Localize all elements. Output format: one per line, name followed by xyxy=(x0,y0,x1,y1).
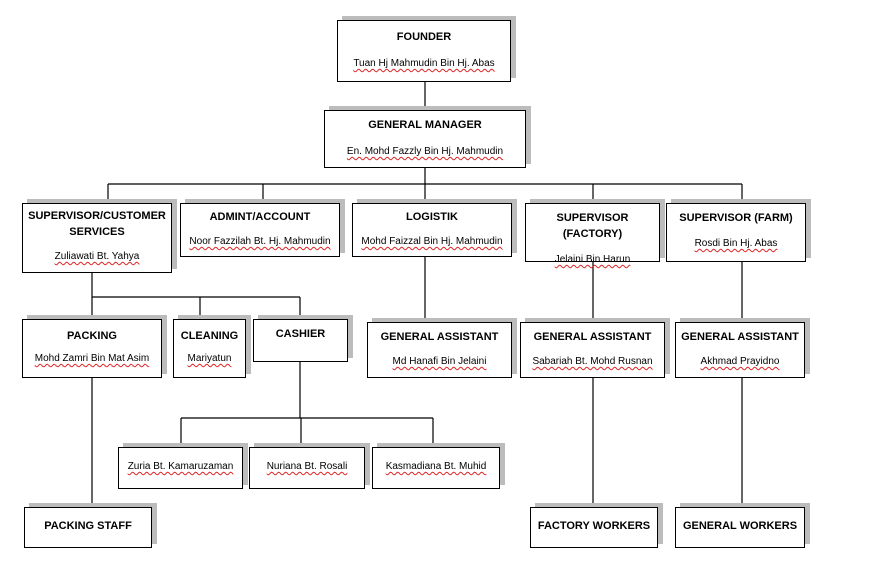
node-general-assistant-logistik: GENERAL ASSISTANT Md Hanafi Bin Jelaini xyxy=(367,322,512,378)
node-title: GENERAL ASSISTANT xyxy=(533,331,652,343)
node-supervisor-factory: SUPERVISOR (FACTORY) Jelaini Bin Harun xyxy=(525,203,660,265)
node-title: FACTORY WORKERS xyxy=(537,520,651,532)
node-person: Mohd Faizzal Bin Hj. Mahmudin xyxy=(361,236,503,247)
node-title: CASHIER xyxy=(275,328,326,340)
node-general-assistant-farm: GENERAL ASSISTANT Akhmad Prayidno xyxy=(675,322,805,378)
node-person: Sabariah Bt. Mohd Rusnan xyxy=(532,356,653,367)
node-logistik: LOGISTIK Mohd Faizzal Bin Hj. Mahmudin xyxy=(352,203,512,257)
node-cashier-staff-3: Kasmadiana Bt. Muhid xyxy=(372,447,500,489)
node-cashier-staff-1: Zuria Bt. Kamaruzaman xyxy=(118,447,243,489)
node-title: PACKING xyxy=(67,330,117,342)
node-person: Rosdi Bin Hj. Abas xyxy=(694,238,778,249)
node-cashier: CASHIER xyxy=(253,319,348,362)
node-person: Tuan Hj Mahmudin Bin Hj. Abas xyxy=(353,58,495,69)
node-title: GENERAL WORKERS xyxy=(682,520,798,532)
node-supervisor-customer-services: SUPERVISOR/CUSTOMER SERVICES Zuliawati B… xyxy=(22,203,172,273)
node-title: CLEANING xyxy=(180,330,239,342)
node-title: SUPERVISOR/CUSTOMER SERVICES xyxy=(28,210,166,238)
node-general-workers: GENERAL WORKERS xyxy=(675,507,805,548)
node-person: Kasmadiana Bt. Muhid xyxy=(385,461,487,472)
node-person: Mohd Zamri Bin Mat Asim xyxy=(34,353,150,364)
node-person: Akhmad Prayidno xyxy=(700,356,780,367)
node-title: SUPERVISOR (FARM) xyxy=(679,212,793,224)
node-cleaning: CLEANING Mariyatun xyxy=(173,319,246,378)
node-factory-workers: FACTORY WORKERS xyxy=(530,507,658,548)
node-title: GENERAL ASSISTANT xyxy=(681,331,799,343)
node-general-manager: GENERAL MANAGER En. Mohd Fazzly Bin Hj. … xyxy=(324,110,526,168)
node-founder: FOUNDER Tuan Hj Mahmudin Bin Hj. Abas xyxy=(337,20,511,82)
node-person: Noor Fazzilah Bt. Hj. Mahmudin xyxy=(189,236,331,247)
node-title: GENERAL MANAGER xyxy=(368,119,482,131)
node-person: Md Hanafi Bin Jelaini xyxy=(392,356,487,367)
node-cashier-staff-2: Nuriana Bt. Rosali xyxy=(249,447,365,489)
node-person: En. Mohd Fazzly Bin Hj. Mahmudin xyxy=(346,146,504,157)
node-title: GENERAL ASSISTANT xyxy=(380,331,499,343)
node-title: SUPERVISOR (FACTORY) xyxy=(556,212,629,240)
node-person: Jelaini Bin Harun xyxy=(554,254,631,265)
node-general-assistant-factory: GENERAL ASSISTANT Sabariah Bt. Mohd Rusn… xyxy=(520,322,665,378)
node-title: FOUNDER xyxy=(396,31,452,43)
node-person: Zuliawati Bt. Yahya xyxy=(54,251,140,262)
node-title: PACKING STAFF xyxy=(44,520,132,532)
node-title: LOGISTIK xyxy=(406,211,458,223)
node-person: Zuria Bt. Kamaruzaman xyxy=(127,461,234,472)
node-admin-account: ADMINT/ACCOUNT Noor Fazzilah Bt. Hj. Mah… xyxy=(180,203,340,257)
node-title: ADMINT/ACCOUNT xyxy=(209,211,311,223)
node-person: Mariyatun xyxy=(187,353,232,364)
node-packing: PACKING Mohd Zamri Bin Mat Asim xyxy=(22,319,162,378)
node-packing-staff: PACKING STAFF xyxy=(24,507,152,548)
node-supervisor-farm: SUPERVISOR (FARM) Rosdi Bin Hj. Abas xyxy=(666,203,806,262)
node-person: Nuriana Bt. Rosali xyxy=(266,461,348,472)
